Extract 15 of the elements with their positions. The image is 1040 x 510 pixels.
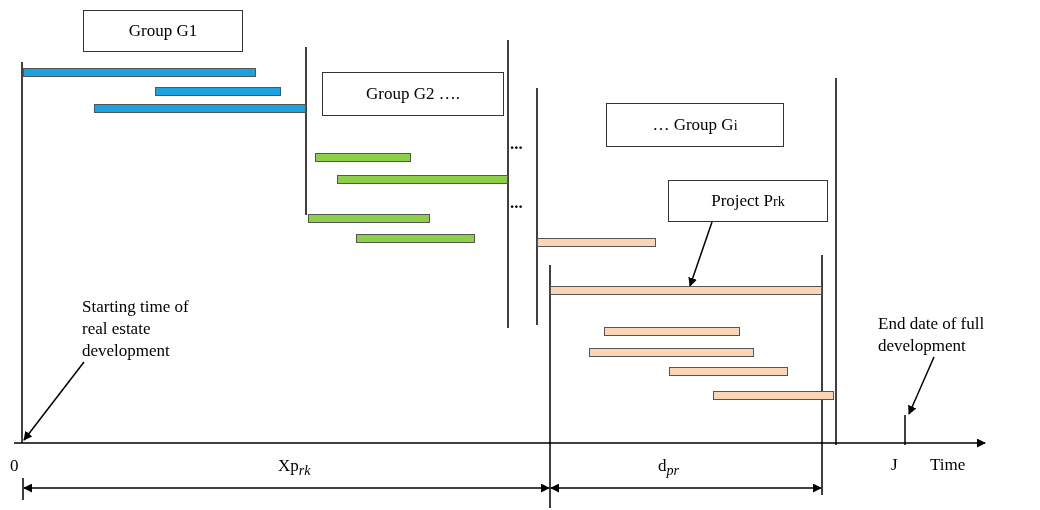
leader-arrow bbox=[908, 356, 935, 415]
ellipsis-mark: ... bbox=[510, 193, 523, 213]
group-box: Group G2 …. bbox=[322, 72, 504, 116]
start-note: Starting time of real estate development bbox=[82, 296, 210, 362]
axis-origin-label: 0 bbox=[10, 456, 19, 476]
leader-arrow bbox=[688, 221, 713, 287]
duration-label: d$_{pr}$ bbox=[658, 456, 680, 480]
axis-title: Time bbox=[930, 455, 966, 475]
duration-label: Xp$_{rk}$ bbox=[278, 456, 311, 480]
leader-arrow bbox=[23, 361, 85, 441]
group-box: Group G1 bbox=[83, 10, 243, 52]
ellipsis-mark: ... bbox=[510, 134, 523, 154]
project-bar bbox=[550, 286, 822, 295]
end-note: End date of full development bbox=[878, 313, 1038, 357]
axis-tick-label: J bbox=[891, 455, 898, 475]
